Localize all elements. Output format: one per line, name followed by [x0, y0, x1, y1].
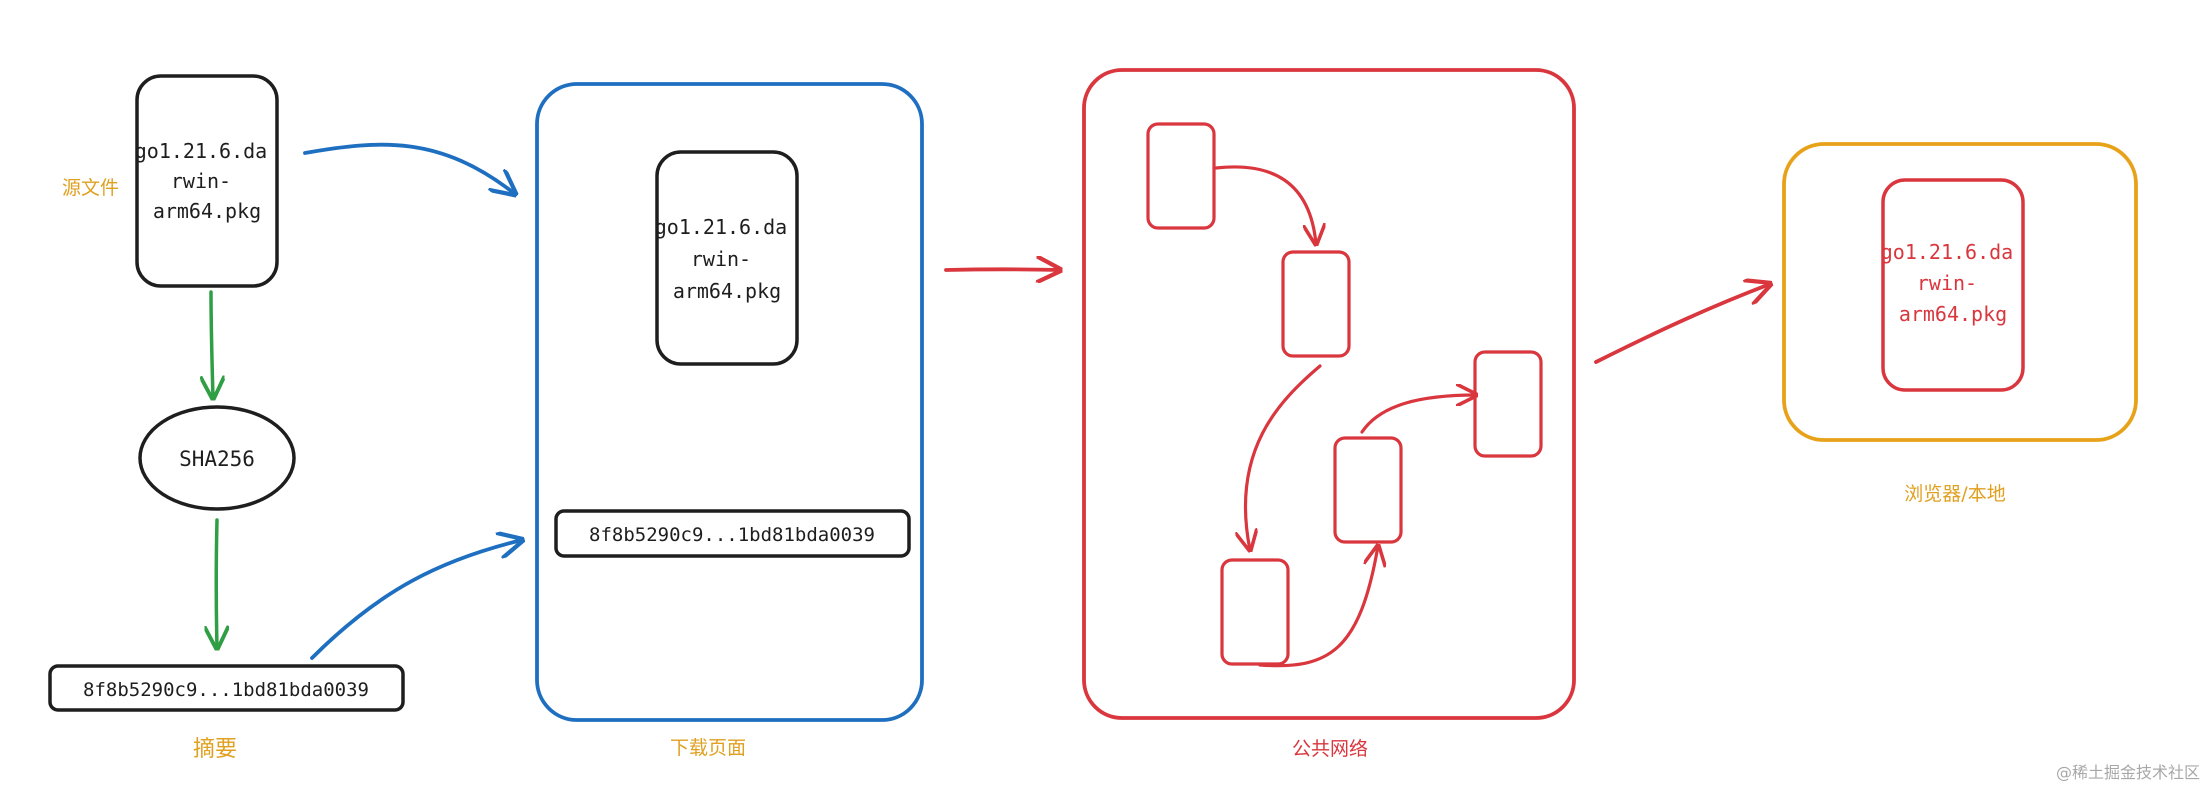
browser-file-name: go1.21.6.da rwin- arm64.pkg [1881, 240, 2026, 326]
download-digest-value: 8f8b5290c9...1bd81bda0039 [589, 524, 875, 546]
source-file-line-1: go1.21.6.da [135, 139, 267, 163]
source-file-line-2: rwin- [171, 169, 231, 193]
hash-ellipse [138, 405, 296, 511]
arrow-file-to-hash [211, 290, 213, 398]
download-digest-box [554, 509, 911, 558]
network-label: 公共网络 [1292, 738, 1368, 760]
source-label: 源文件 [62, 177, 119, 199]
watermark: @稀土掘金技术社区 [2056, 763, 2200, 782]
browser-file-line-2: rwin- [1917, 271, 1977, 295]
download-page-frame [535, 82, 924, 722]
network-node-1 [1146, 122, 1216, 230]
network-edge-3-4 [1258, 546, 1378, 668]
download-file-line-2: rwin- [691, 247, 751, 271]
hash-algorithm: SHA256 [179, 447, 255, 471]
download-file-line-1: go1.21.6.da [655, 215, 787, 239]
arrow-network-to-browser [1594, 284, 1770, 364]
browser-file-line-1: go1.21.6.da [1881, 240, 2013, 264]
network-edge-4-5 [1360, 395, 1476, 434]
arrow-download-to-network [944, 269, 1060, 270]
network-edge-1-2 [1214, 165, 1316, 244]
digest-box [48, 664, 405, 712]
network-node-3 [1220, 558, 1290, 666]
source-file-line-3: arm64.pkg [153, 199, 261, 223]
download-file-line-3: arm64.pkg [673, 279, 781, 303]
source-file-box [135, 74, 279, 288]
arrow-file-to-download-page [303, 142, 515, 194]
browser-file-box [1881, 178, 2025, 392]
download-file-box [655, 150, 799, 366]
digest-label: 摘要 [193, 737, 237, 762]
arrow-hash-to-digest [216, 518, 217, 648]
arrow-digest-to-download-page [310, 540, 522, 660]
browser-file-line-3: arm64.pkg [1899, 302, 2007, 326]
network-frame [1082, 68, 1576, 720]
browser-label: 浏览器/本地 [1904, 483, 2005, 505]
download-page-label: 下载页面 [670, 737, 746, 759]
network-node-4 [1333, 436, 1403, 544]
browser-frame [1782, 142, 2138, 442]
digest-value: 8f8b5290c9...1bd81bda0039 [83, 679, 369, 701]
network-node-5 [1473, 350, 1543, 458]
download-file-name: go1.21.6.da rwin- arm64.pkg [655, 215, 800, 303]
source-file-name: go1.21.6.da rwin- arm64.pkg [135, 139, 280, 223]
network-node-2 [1281, 250, 1351, 358]
network-edge-2-3 [1245, 364, 1322, 550]
